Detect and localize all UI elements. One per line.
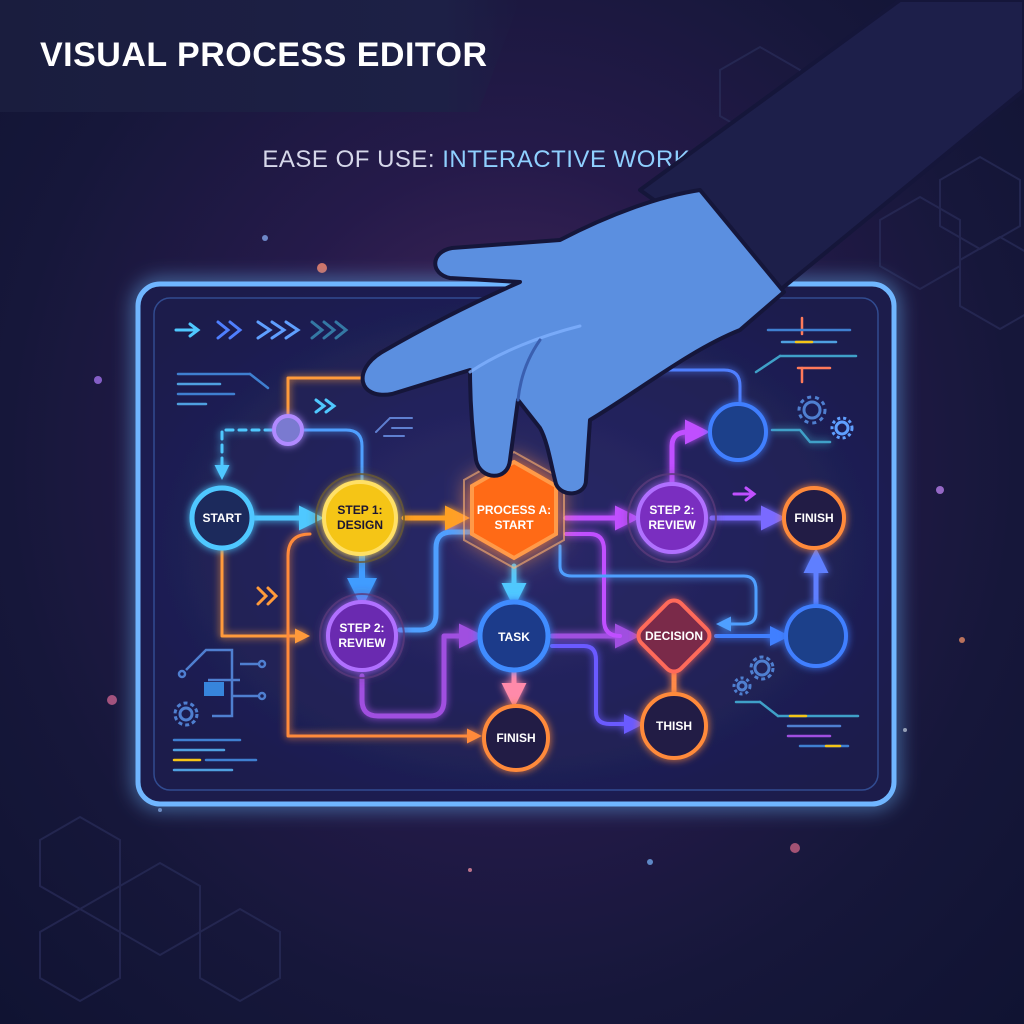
node-finish-right[interactable]: FINISH	[782, 486, 846, 550]
hand-crease	[516, 338, 542, 402]
code-lines-bottom-right	[734, 700, 860, 748]
connector-top-blue	[300, 428, 364, 486]
connector-top-right-line	[770, 428, 832, 444]
connector-dashed-top	[214, 428, 274, 480]
sparkle-particles	[94, 235, 965, 872]
gear-icon	[797, 395, 854, 440]
connector-task-thish	[550, 644, 644, 734]
node-task[interactable]: TASK	[477, 599, 551, 673]
hand-palm	[360, 188, 786, 496]
connector-top-right-loop	[554, 362, 742, 406]
node-step2-top-label-2: REVIEW	[648, 518, 696, 532]
node-step2-top-label-1: STEP 2:	[649, 503, 694, 517]
node-thish-label: THISH	[656, 719, 692, 733]
connector-blue-return	[558, 544, 758, 632]
connector-left-orange-big	[286, 532, 482, 744]
subtitle-prefix: EASE OF USE:	[262, 146, 443, 173]
connector-blue-curve	[397, 529, 473, 633]
arrow-chevrons-icon	[174, 320, 349, 340]
connector-purple-return	[564, 532, 622, 638]
connector-step2top-up	[669, 419, 710, 487]
hand-cursor-icon	[360, 0, 1024, 496]
node-task-label: TASK	[498, 630, 530, 644]
node-small-top[interactable]	[272, 414, 304, 446]
hand-highlight	[468, 324, 582, 374]
node-step2-review-top[interactable]: STEP 2: REVIEW	[627, 473, 717, 563]
title-bar	[0, 0, 520, 112]
workflow-connectors	[214, 362, 832, 744]
connector-step2left-down	[359, 623, 484, 719]
node-step1-design[interactable]: STEP 1: DESIGN	[315, 473, 405, 563]
node-process-a-label-1: PROCESS A:	[477, 503, 551, 517]
node-start[interactable]: START	[189, 485, 255, 551]
node-finish-right-label: FINISH	[794, 511, 833, 525]
node-decision[interactable]: DECISION	[634, 596, 713, 675]
node-start-label: START	[202, 511, 242, 525]
gear-icon-bottom-left	[173, 701, 199, 727]
node-right-circle[interactable]	[784, 604, 848, 668]
code-lines-top-left	[176, 372, 270, 406]
arrow-chevrons-small	[256, 398, 757, 606]
circuit-icon	[177, 648, 267, 718]
node-step2-left-label-2: REVIEW	[338, 636, 386, 650]
code-lines-top-right	[754, 316, 858, 384]
node-finish-bottom-label: FINISH	[496, 731, 535, 745]
connector-left-loop	[220, 538, 310, 644]
node-step2-review-left[interactable]: STEP 2: REVIEW	[319, 593, 405, 679]
node-decision-label: DECISION	[645, 629, 703, 643]
gear-icon-bottom-right	[732, 655, 775, 696]
node-step2-left-label-1: STEP 2:	[339, 621, 384, 635]
node-finish-bottom[interactable]: FINISH	[482, 704, 550, 772]
node-thish[interactable]: THISH	[640, 692, 708, 760]
code-lines-bottom-left	[172, 738, 258, 772]
node-step1-label-2: DESIGN	[337, 518, 383, 532]
node-step1-label-1: STEP 1:	[337, 503, 382, 517]
page-title: VISUAL PROCESS EDITOR	[40, 36, 488, 74]
node-top-right-circle[interactable]	[708, 402, 768, 462]
node-process-a-label-2: START	[494, 518, 534, 532]
